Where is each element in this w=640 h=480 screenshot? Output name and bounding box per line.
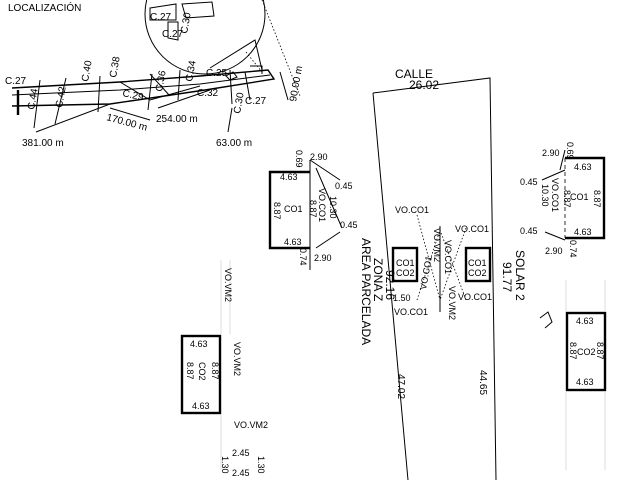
det-b-290-bottom: 2.90	[545, 246, 563, 256]
dim-130-right: 1.30	[256, 456, 266, 474]
det-d-box	[180, 334, 222, 415]
detail-co2-right: 4.63 4.63 CO2 8.87 8.87	[539, 280, 607, 470]
structure-co1-right	[464, 246, 492, 283]
det-c-width-top: 4.63	[576, 316, 594, 326]
struct-left-co1: CO1	[396, 258, 415, 268]
det-b-height-2: 8.87	[562, 190, 572, 208]
dim-150: 1.50	[393, 293, 411, 303]
solar-name: SOLAR 2	[513, 250, 527, 301]
struct-left-co2: CO2	[396, 268, 415, 278]
struct-right-co2: CO2	[468, 268, 487, 278]
side-right: 44.65	[477, 370, 488, 395]
inset-label-c30: C.30	[179, 11, 194, 34]
lot-parcel: CALLE 26.02 92.16 ZONA Z AREA PARCELADA …	[359, 67, 527, 480]
street-width: 26.02	[409, 78, 439, 92]
vo-vm2-center-2: VO.VM2	[447, 286, 457, 320]
det-a-290-top: 2.90	[310, 152, 328, 162]
road-label-c30: C.30	[232, 91, 247, 114]
det-d-width-bottom: 4.63	[192, 401, 210, 411]
vo-co1-bottom-left: VO.CO1	[394, 307, 428, 317]
det-a-vo-co1: VO.CO1	[317, 188, 327, 222]
det-b-1030: 10.30	[540, 184, 550, 207]
detail-co2-left: 4.63 4.63 CO2 8.87 8.87 VO.VM2 VO.VM2 VO…	[180, 260, 268, 478]
structure-co1-left	[391, 246, 419, 283]
dim-130-left: 1.30	[220, 456, 230, 474]
location-map: LOCALIZACIÓN C.27 C.44 C.42 C.40 C.38 C.…	[5, 0, 305, 149]
vo-vm2-center-1: VO.VM2	[432, 228, 442, 262]
vo-co1-top-right: VO.CO1	[455, 224, 489, 234]
street-label: CALLE	[395, 67, 433, 81]
road-label-c29: C.29	[121, 88, 144, 103]
road-label-c27-left: C.27	[5, 76, 27, 87]
road-label-c38: C.38	[108, 55, 123, 78]
inset-label-c27: C.27	[150, 12, 172, 23]
det-a-045-bottom: 0.45	[340, 220, 358, 230]
det-a-290-bottom: 2.90	[314, 253, 332, 263]
det-b-045-bottom: 0.45	[520, 226, 538, 236]
road-label-c25: C.25	[206, 68, 228, 79]
location-title: LOCALIZACIÓN	[8, 1, 81, 14]
vo-vm2-upper-left: VO.VM2	[223, 268, 233, 302]
vo-co1-bottom-right: VO.CO1	[458, 292, 492, 302]
det-c-height-right: 8.87	[595, 342, 605, 360]
road-label-c27-right: C.27	[245, 96, 267, 107]
distance-381: 381.00 m	[22, 138, 64, 149]
det-a-co1: CO1	[284, 204, 303, 214]
det-b-074: 0.74	[568, 240, 578, 258]
det-c-height-left: 8.87	[568, 342, 578, 360]
road-label-c42: C.42	[54, 85, 69, 108]
vo-vm2-lower: VO.VM2	[234, 420, 268, 430]
detail-co1-left: 4.63 4.63 8.87 CO1 8.87 VO.CO1 10.30 2.9…	[268, 150, 358, 270]
det-a-074: 0.74	[298, 248, 308, 266]
dim-245-bottom: 2.45	[232, 468, 250, 478]
distance-170: 170.00 m	[105, 112, 148, 133]
det-a-045-top: 0.45	[335, 181, 353, 191]
det-a-069: 0.69	[294, 150, 304, 168]
det-d-width-top: 4.63	[190, 339, 208, 349]
det-a-width-bottom: 4.63	[284, 237, 302, 247]
struct-right-co1: CO1	[468, 258, 487, 268]
det-d-vo-vm2: VO.VM2	[232, 342, 242, 376]
det-b-width-bottom: 4.63	[574, 227, 592, 237]
det-c-box	[565, 311, 607, 392]
side-left: 47.02	[395, 374, 406, 399]
det-b-height: 8.87	[592, 190, 602, 208]
det-c-co2: CO2	[577, 347, 596, 357]
road-label-c34: C.34	[184, 59, 199, 82]
det-a-height-2: 8.87	[308, 200, 318, 218]
zone-name: ZONA Z	[371, 258, 385, 301]
det-d-co2: CO2	[197, 362, 207, 381]
road-label-c36: C.36	[154, 69, 169, 92]
distance-90: 90.00 m	[288, 65, 305, 103]
vo-co1-top-left: VO.CO1	[395, 205, 429, 215]
det-a-1030: 10.30	[328, 196, 338, 219]
distance-254: 254.00 m	[156, 114, 198, 125]
det-c-width-bottom: 4.63	[576, 377, 594, 387]
det-b-width-top: 4.63	[574, 162, 592, 172]
vo-co1-center-2: VO.CO1	[418, 255, 434, 290]
inset-label-c27-b: C.27	[162, 29, 184, 40]
det-a-height: 8.87	[272, 202, 282, 220]
solar-value: 91.77	[500, 262, 514, 292]
dim-245-top: 2.45	[232, 448, 250, 458]
road-label-c32: C.32	[197, 88, 219, 99]
detail-co1-right: 4.63 4.63 8.87 CO1 8.87 VO.CO1 10.30 2.9…	[520, 142, 606, 258]
det-b-co1: CO1	[570, 192, 589, 202]
zone-description: AREA PARCELADA	[359, 238, 373, 345]
det-b-069: 0.69	[565, 142, 575, 160]
det-d-height-right: 8.87	[210, 362, 220, 380]
vo-co1-center-1: VO.CO1	[443, 240, 453, 274]
distance-63: 63.00 m	[216, 138, 252, 149]
det-b-290-top: 2.90	[542, 148, 560, 158]
det-b-vo-co1: VO.CO1	[550, 178, 560, 212]
road-label-c40: C.40	[80, 59, 95, 82]
det-a-width-top: 4.63	[280, 172, 298, 182]
det-b-045-top: 0.45	[520, 177, 538, 187]
det-d-height-left: 8.87	[185, 362, 195, 380]
road-label-c44: C.44	[26, 87, 41, 110]
